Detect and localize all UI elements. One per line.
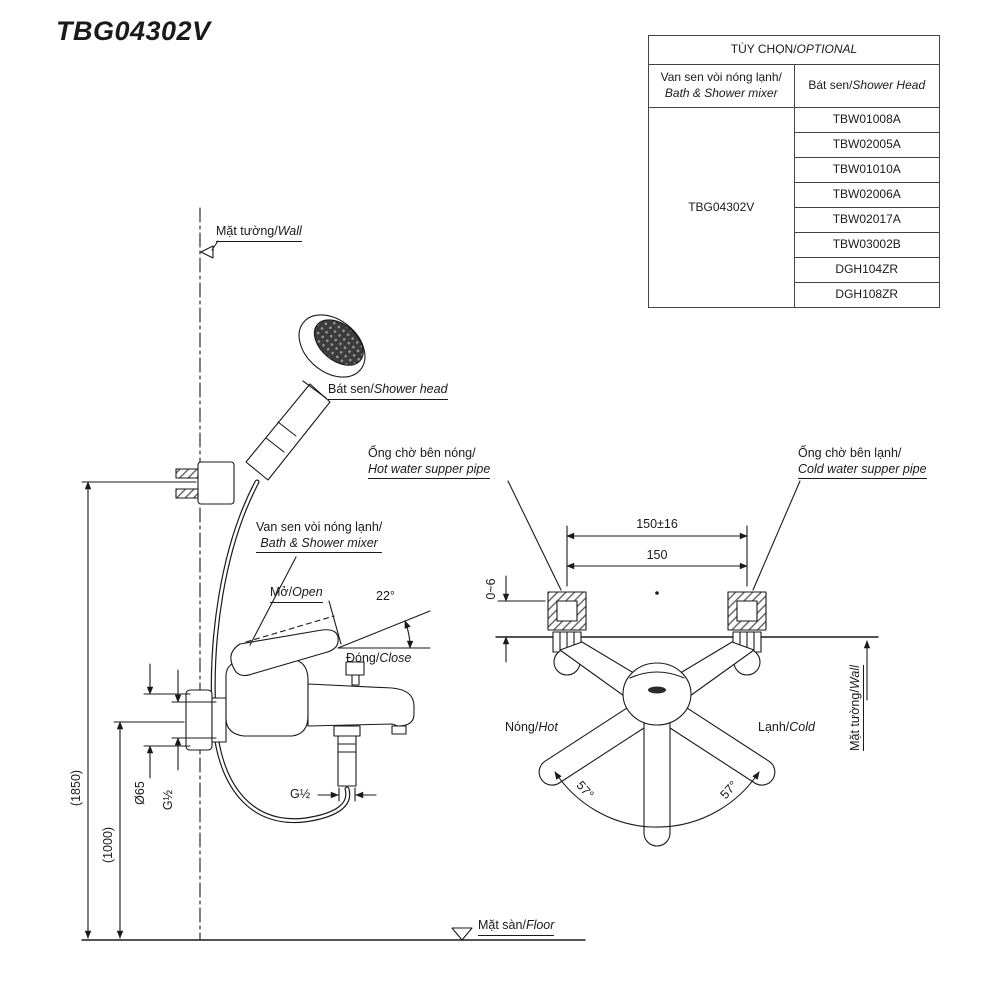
- shower-head-cell: TBW01010A: [793, 157, 940, 183]
- page-title: TBG04302V: [56, 16, 211, 46]
- front-view: [495, 480, 879, 847]
- dim-height-total: (1850): [69, 769, 83, 807]
- dim-height-outlet: (1000): [101, 826, 115, 864]
- column-header-shower-head: Bát sen/Shower Head: [793, 64, 940, 108]
- table-row: TBW02006A: [649, 182, 940, 208]
- table-row: DGH108ZR: [649, 282, 940, 308]
- optional-parts-table: TÙY CHỌN/OPTIONAL Van sen vòi nóng lạnh/…: [648, 35, 940, 308]
- label-hot: Nóng/Hot: [505, 720, 558, 734]
- dim-pipe-span-tolerance: 150±16: [636, 517, 678, 531]
- dim-wall-thread: G½: [161, 789, 175, 811]
- shower-head-cell: DGH104ZR: [793, 257, 940, 283]
- dim-open-angle: 22°: [376, 589, 395, 603]
- shower-head-cell: TBW03002B: [793, 232, 940, 258]
- label-hot-pipe: Ống chờ bên nóng/ Hot water supper pipe: [368, 446, 491, 480]
- column-header-mixer: Van sen vòi nóng lạnh/ Bath & Shower mix…: [648, 64, 795, 108]
- shower-head-cell: TBW01008A: [793, 107, 940, 133]
- shower-head-cell: TBW02017A: [793, 207, 940, 233]
- dim-wall-gap: 0~6: [484, 578, 498, 600]
- shower-head-cell: DGH108ZR: [793, 282, 940, 308]
- label-close: Đóng/Close: [346, 651, 412, 665]
- label-cold: Lạnh/Cold: [758, 720, 815, 734]
- dim-pipe-span: 150: [646, 548, 668, 562]
- label-mixer: Van sen vòi nóng lạnh/ Bath & Shower mix…: [256, 520, 383, 554]
- shower-head-cell: TBW02006A: [793, 182, 940, 208]
- label-wall-left: Mặt tường/Wall: [216, 224, 302, 242]
- dim-outlet-thread: G½: [290, 787, 311, 801]
- label-wall-right: Mặt tường/Wall: [848, 665, 864, 751]
- table-title: TÙY CHỌN/OPTIONAL: [648, 35, 940, 65]
- label-open: Mở/Open: [270, 585, 323, 603]
- label-shower-head: Bát sen/Shower head: [328, 382, 448, 400]
- side-view: [81, 207, 586, 941]
- dim-escutcheon-diameter: Ø65: [133, 781, 147, 805]
- label-cold-pipe: Ống chờ bên lạnh/ Cold water supper pipe: [798, 446, 927, 480]
- table-row: TBW01010A: [649, 157, 940, 183]
- label-floor: Mặt sàn/Floor: [478, 918, 555, 936]
- shower-head-cell: TBW02005A: [793, 132, 940, 158]
- product-code-cell: TBG04302V: [648, 107, 795, 308]
